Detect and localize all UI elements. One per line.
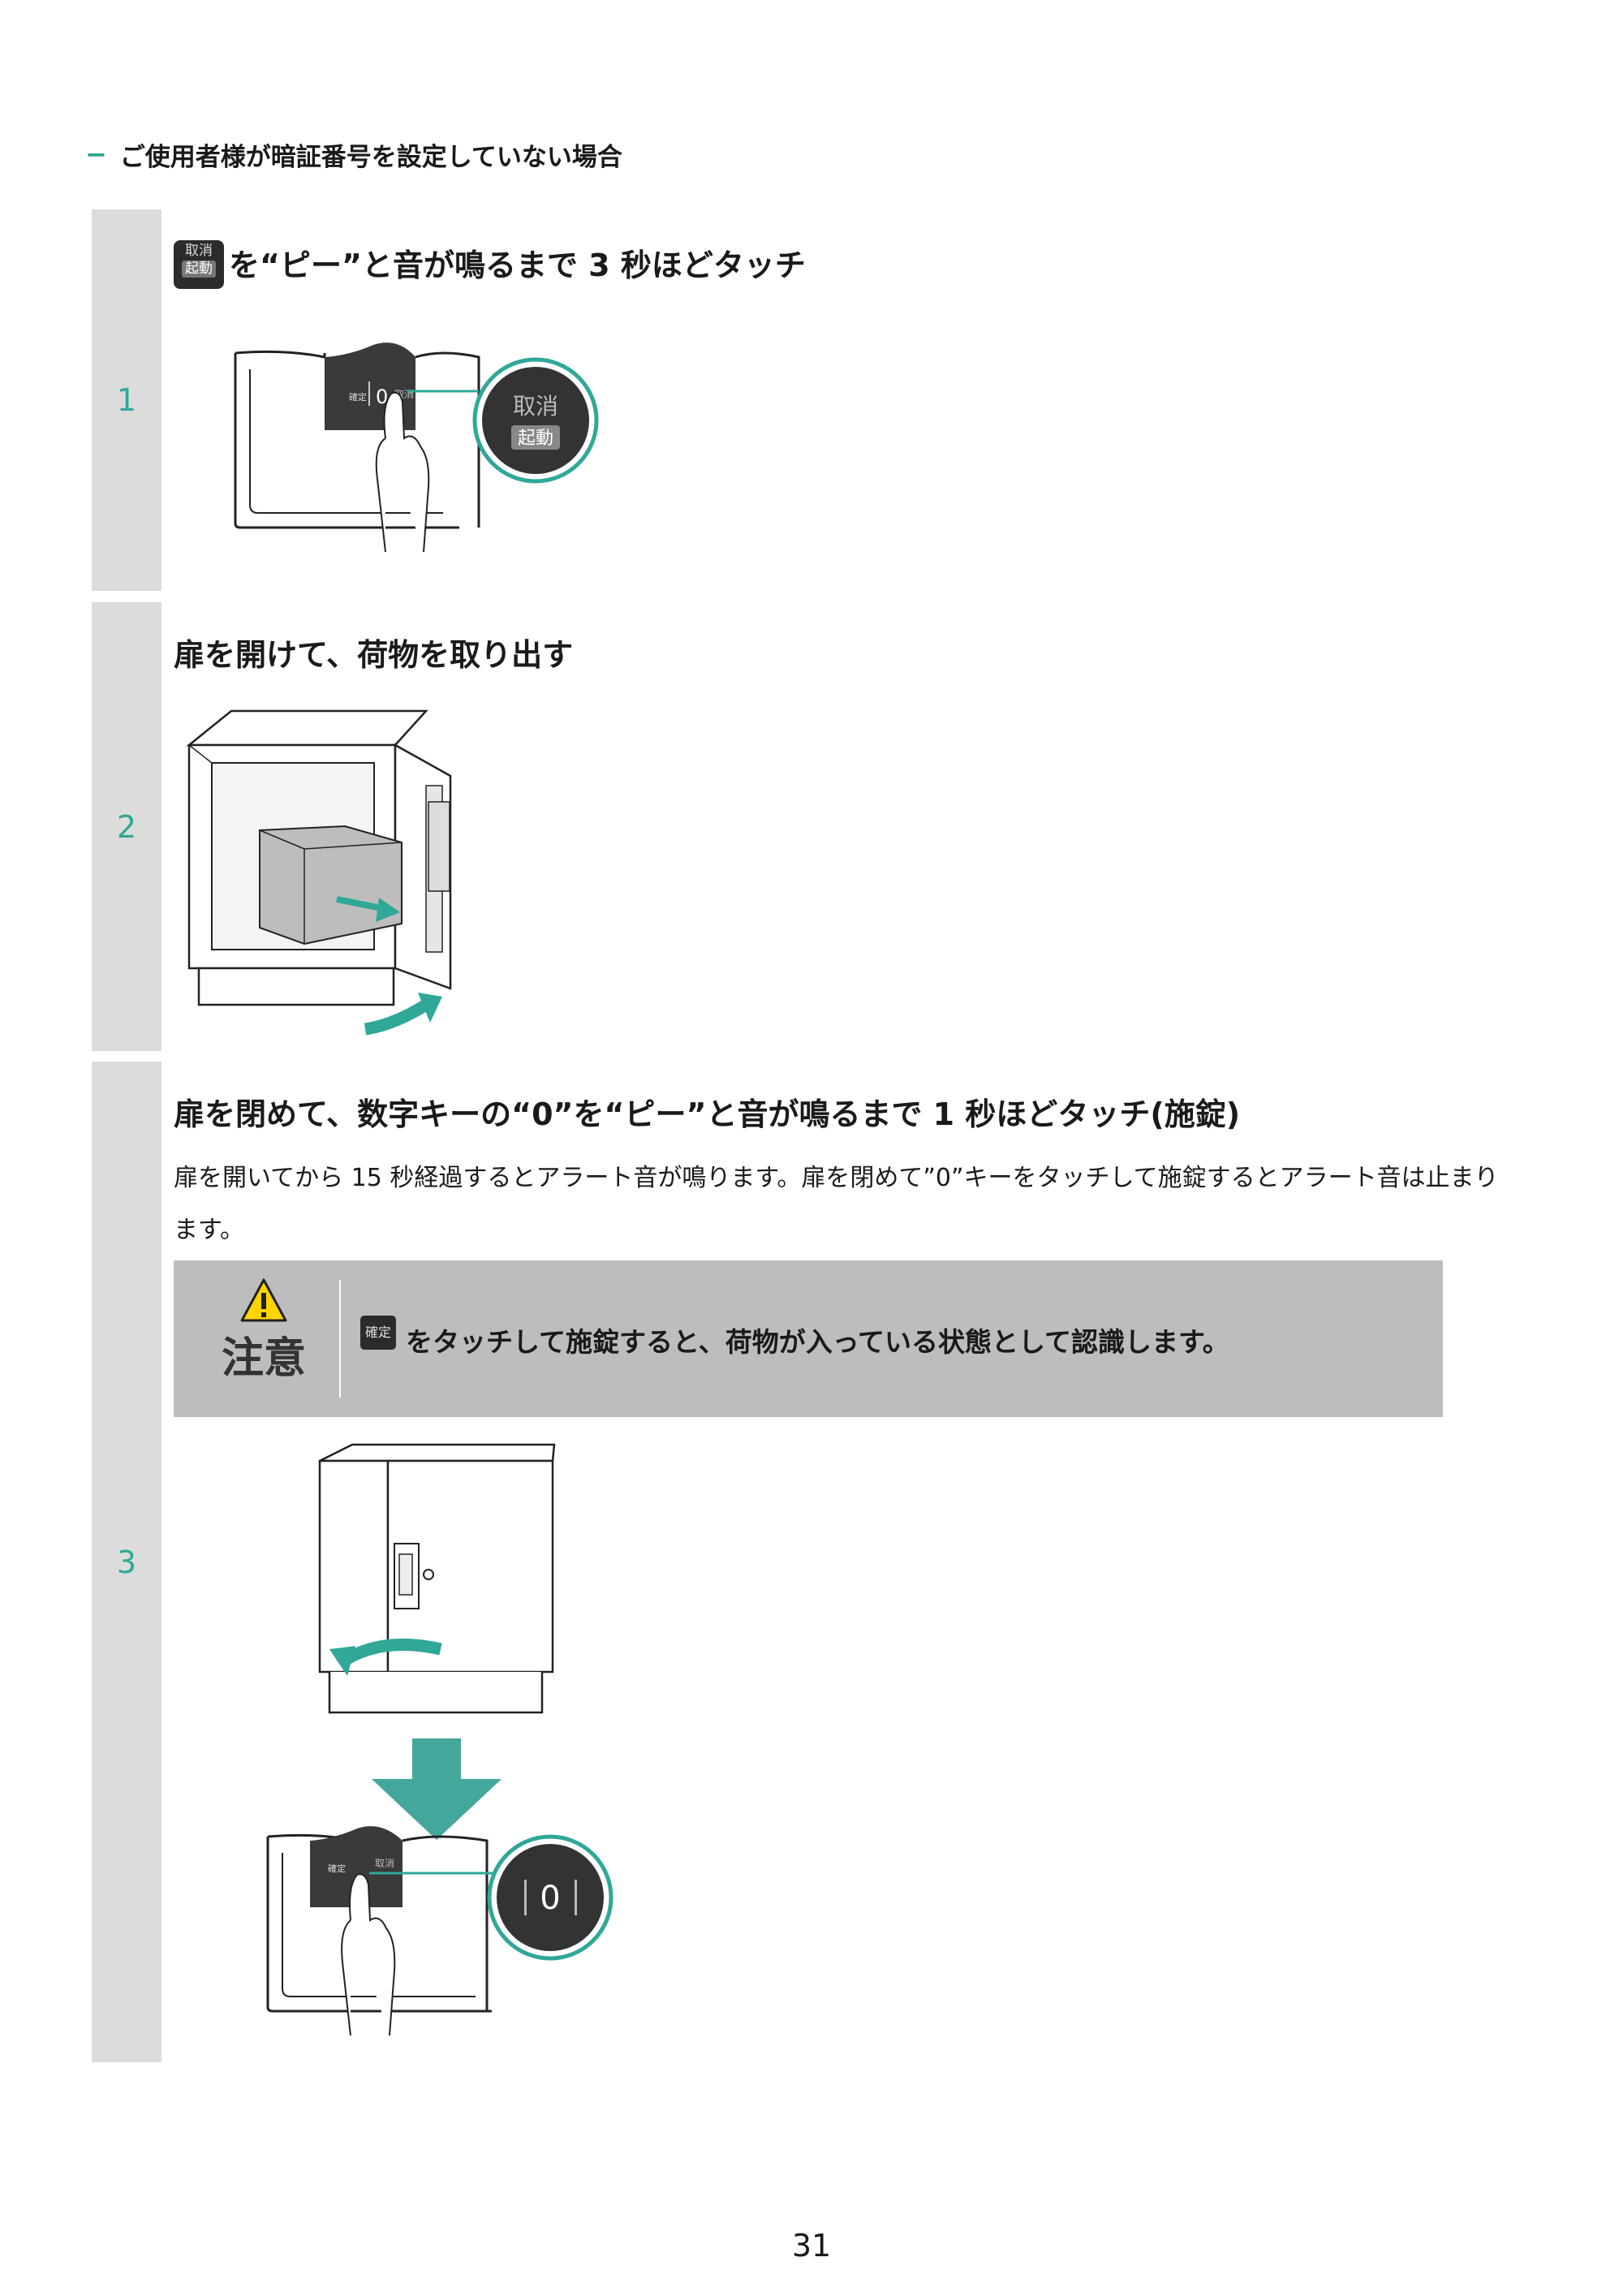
step-1-illustration: 確定 0 取消 取消 起動 [234, 342, 599, 553]
step-number: 2 [116, 808, 137, 845]
step-bar-2: 2 [92, 602, 161, 1051]
caution-word: 注意 [221, 1334, 306, 1383]
step-3-title: 扉を閉めて、数字キーの“0”を“ピー”と音が鳴るまで 1 秒ほどタッチ(施錠) [174, 1096, 1241, 1132]
step-1-title: 取消 起動 を“ピー”と音が鳴るまで 3 秒ほどタッチ [174, 239, 806, 292]
caution-label: 注意 [211, 1277, 316, 1385]
caution-box: 注意 確定をタッチして施錠すると、荷物が入っている状態として認識します。 [174, 1260, 1443, 1417]
svg-text:確定: 確定 [349, 391, 367, 403]
section-heading: − ご使用者様が暗証番号を設定していない場合 [85, 136, 622, 172]
svg-text:0: 0 [540, 1880, 560, 1917]
step-bar-1: 1 [92, 209, 161, 591]
down-arrow-icon [372, 1738, 502, 1840]
step-2-title: 扉を開けて、荷物を取り出す [174, 637, 574, 673]
warning-icon [240, 1278, 287, 1322]
svg-text:取消: 取消 [375, 1858, 394, 1869]
step-bar-3: 3 [92, 1062, 161, 2062]
step-3-description: 扉を開いてから 15 秒経過するとアラート音が鳴ります。扉を閉めて”0”キーをタ… [174, 1164, 1499, 1244]
step-number: 1 [116, 382, 137, 418]
step-2-illustration [186, 709, 452, 1036]
confirm-key-icon: 確定 [360, 1315, 396, 1350]
svg-text:起動: 起動 [518, 429, 553, 449]
page-number: 31 [791, 2228, 832, 2264]
caution-message: 確定をタッチして施錠すると、荷物が入っている状態として認識します。 [360, 1315, 1229, 1361]
step-3-cabinet-illustration [318, 1443, 556, 1714]
step-1-title-text: を“ピー”と音が鳴るまで 3 秒ほどタッチ [229, 248, 806, 283]
svg-text:確定: 確定 [328, 1863, 346, 1874]
caution-divider [339, 1280, 341, 1398]
svg-text:0: 0 [376, 386, 388, 408]
section-heading-text: ご使用者様が暗証番号を設定していない場合 [119, 142, 622, 172]
caution-message-text: をタッチして施錠すると、荷物が入っている状態として認識します。 [406, 1326, 1229, 1358]
cancel-start-key-icon: 取消 起動 [174, 239, 224, 289]
step-3-panel-illustration: 確定 取消 0 [266, 1826, 613, 2036]
step-number: 3 [116, 1544, 137, 1580]
dash-icon: − [85, 139, 107, 170]
svg-text:取消: 取消 [513, 393, 558, 420]
